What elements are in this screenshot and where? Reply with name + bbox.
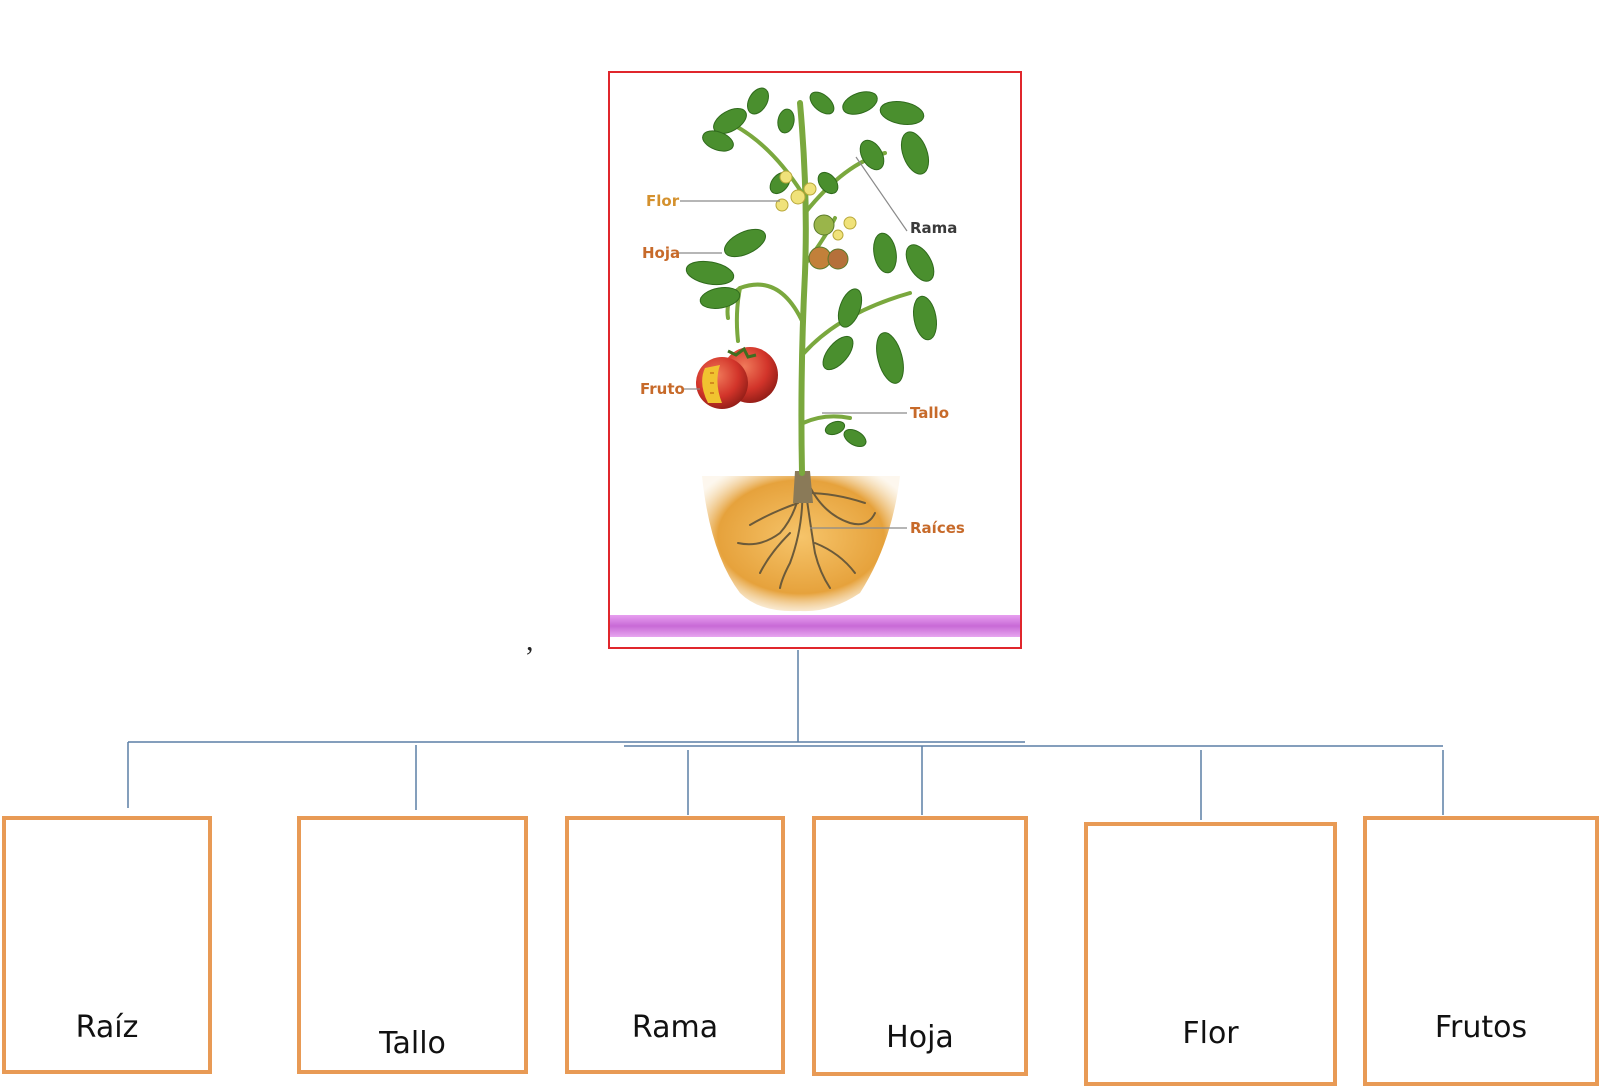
flowers (775, 170, 857, 241)
soil (702, 476, 900, 612)
part-label-flor: Flor (1182, 1016, 1239, 1051)
small-fruits (808, 214, 849, 270)
part-box-hoja: Hoja (812, 816, 1028, 1076)
part-box-rama: Rama (565, 816, 785, 1074)
root-crown (793, 471, 813, 503)
part-label-hoja: Hoja (886, 1020, 954, 1055)
label-fruto: Fruto (640, 380, 685, 398)
tomato-fruit (696, 346, 778, 409)
label-flor: Flor (646, 192, 680, 210)
leaves (685, 87, 937, 448)
part-label-rama: Rama (631, 1010, 719, 1045)
part-box-raiz: Raíz (2, 816, 212, 1074)
part-label-tallo: Tallo (379, 1026, 446, 1061)
leader-lines (678, 156, 908, 529)
label-tallo: Tallo (910, 404, 949, 422)
main-stem (797, 100, 809, 476)
part-box-frutos: Frutos (1363, 816, 1599, 1086)
tomato-plant-drawing: Flor Hoja Fruto Rama Tallo Raíces (610, 87, 1020, 637)
part-label-raiz: Raíz (75, 1010, 139, 1045)
stray-comma: , (526, 624, 534, 657)
label-hoja: Hoja (642, 244, 680, 262)
part-box-tallo: Tallo (297, 816, 528, 1074)
label-raices: Raíces (910, 519, 965, 537)
ground-band (610, 615, 1020, 637)
part-label-frutos: Frutos (1434, 1010, 1528, 1045)
label-rama: Rama (910, 219, 957, 237)
part-box-flor: Flor (1084, 822, 1337, 1086)
plant-illustration: Flor Hoja Fruto Rama Tallo Raíces (608, 71, 1022, 649)
